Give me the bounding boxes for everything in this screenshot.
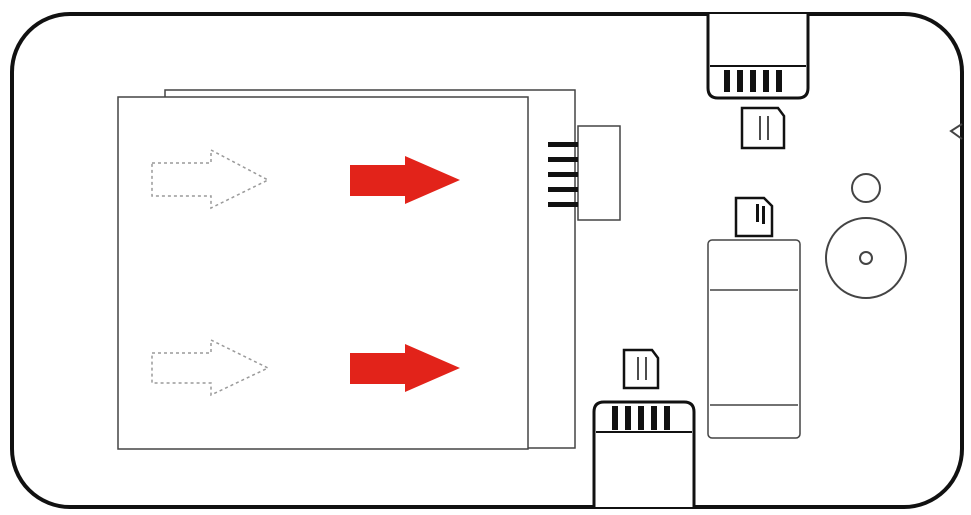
- connector-icon: [577, 125, 621, 221]
- arrow-solid-top: [350, 156, 460, 204]
- battery-connector: [548, 125, 621, 221]
- side-notch-icon: [949, 123, 963, 140]
- sim-slot-top[interactable]: [706, 14, 810, 100]
- memory-card-slot[interactable]: [707, 239, 801, 439]
- battery-front: [117, 96, 529, 450]
- sim-card-icon: [622, 348, 660, 390]
- sim-card-icon: [740, 106, 786, 150]
- arrow-dashed-top: [151, 148, 270, 210]
- battery: [117, 89, 576, 450]
- memory-card-icon: [734, 196, 774, 238]
- camera-icon: [825, 217, 907, 299]
- arrow-solid-bottom: [350, 344, 460, 392]
- sim-slot-bottom[interactable]: [592, 400, 696, 507]
- flash-icon: [851, 173, 881, 203]
- arrow-dashed-bottom: [151, 338, 270, 397]
